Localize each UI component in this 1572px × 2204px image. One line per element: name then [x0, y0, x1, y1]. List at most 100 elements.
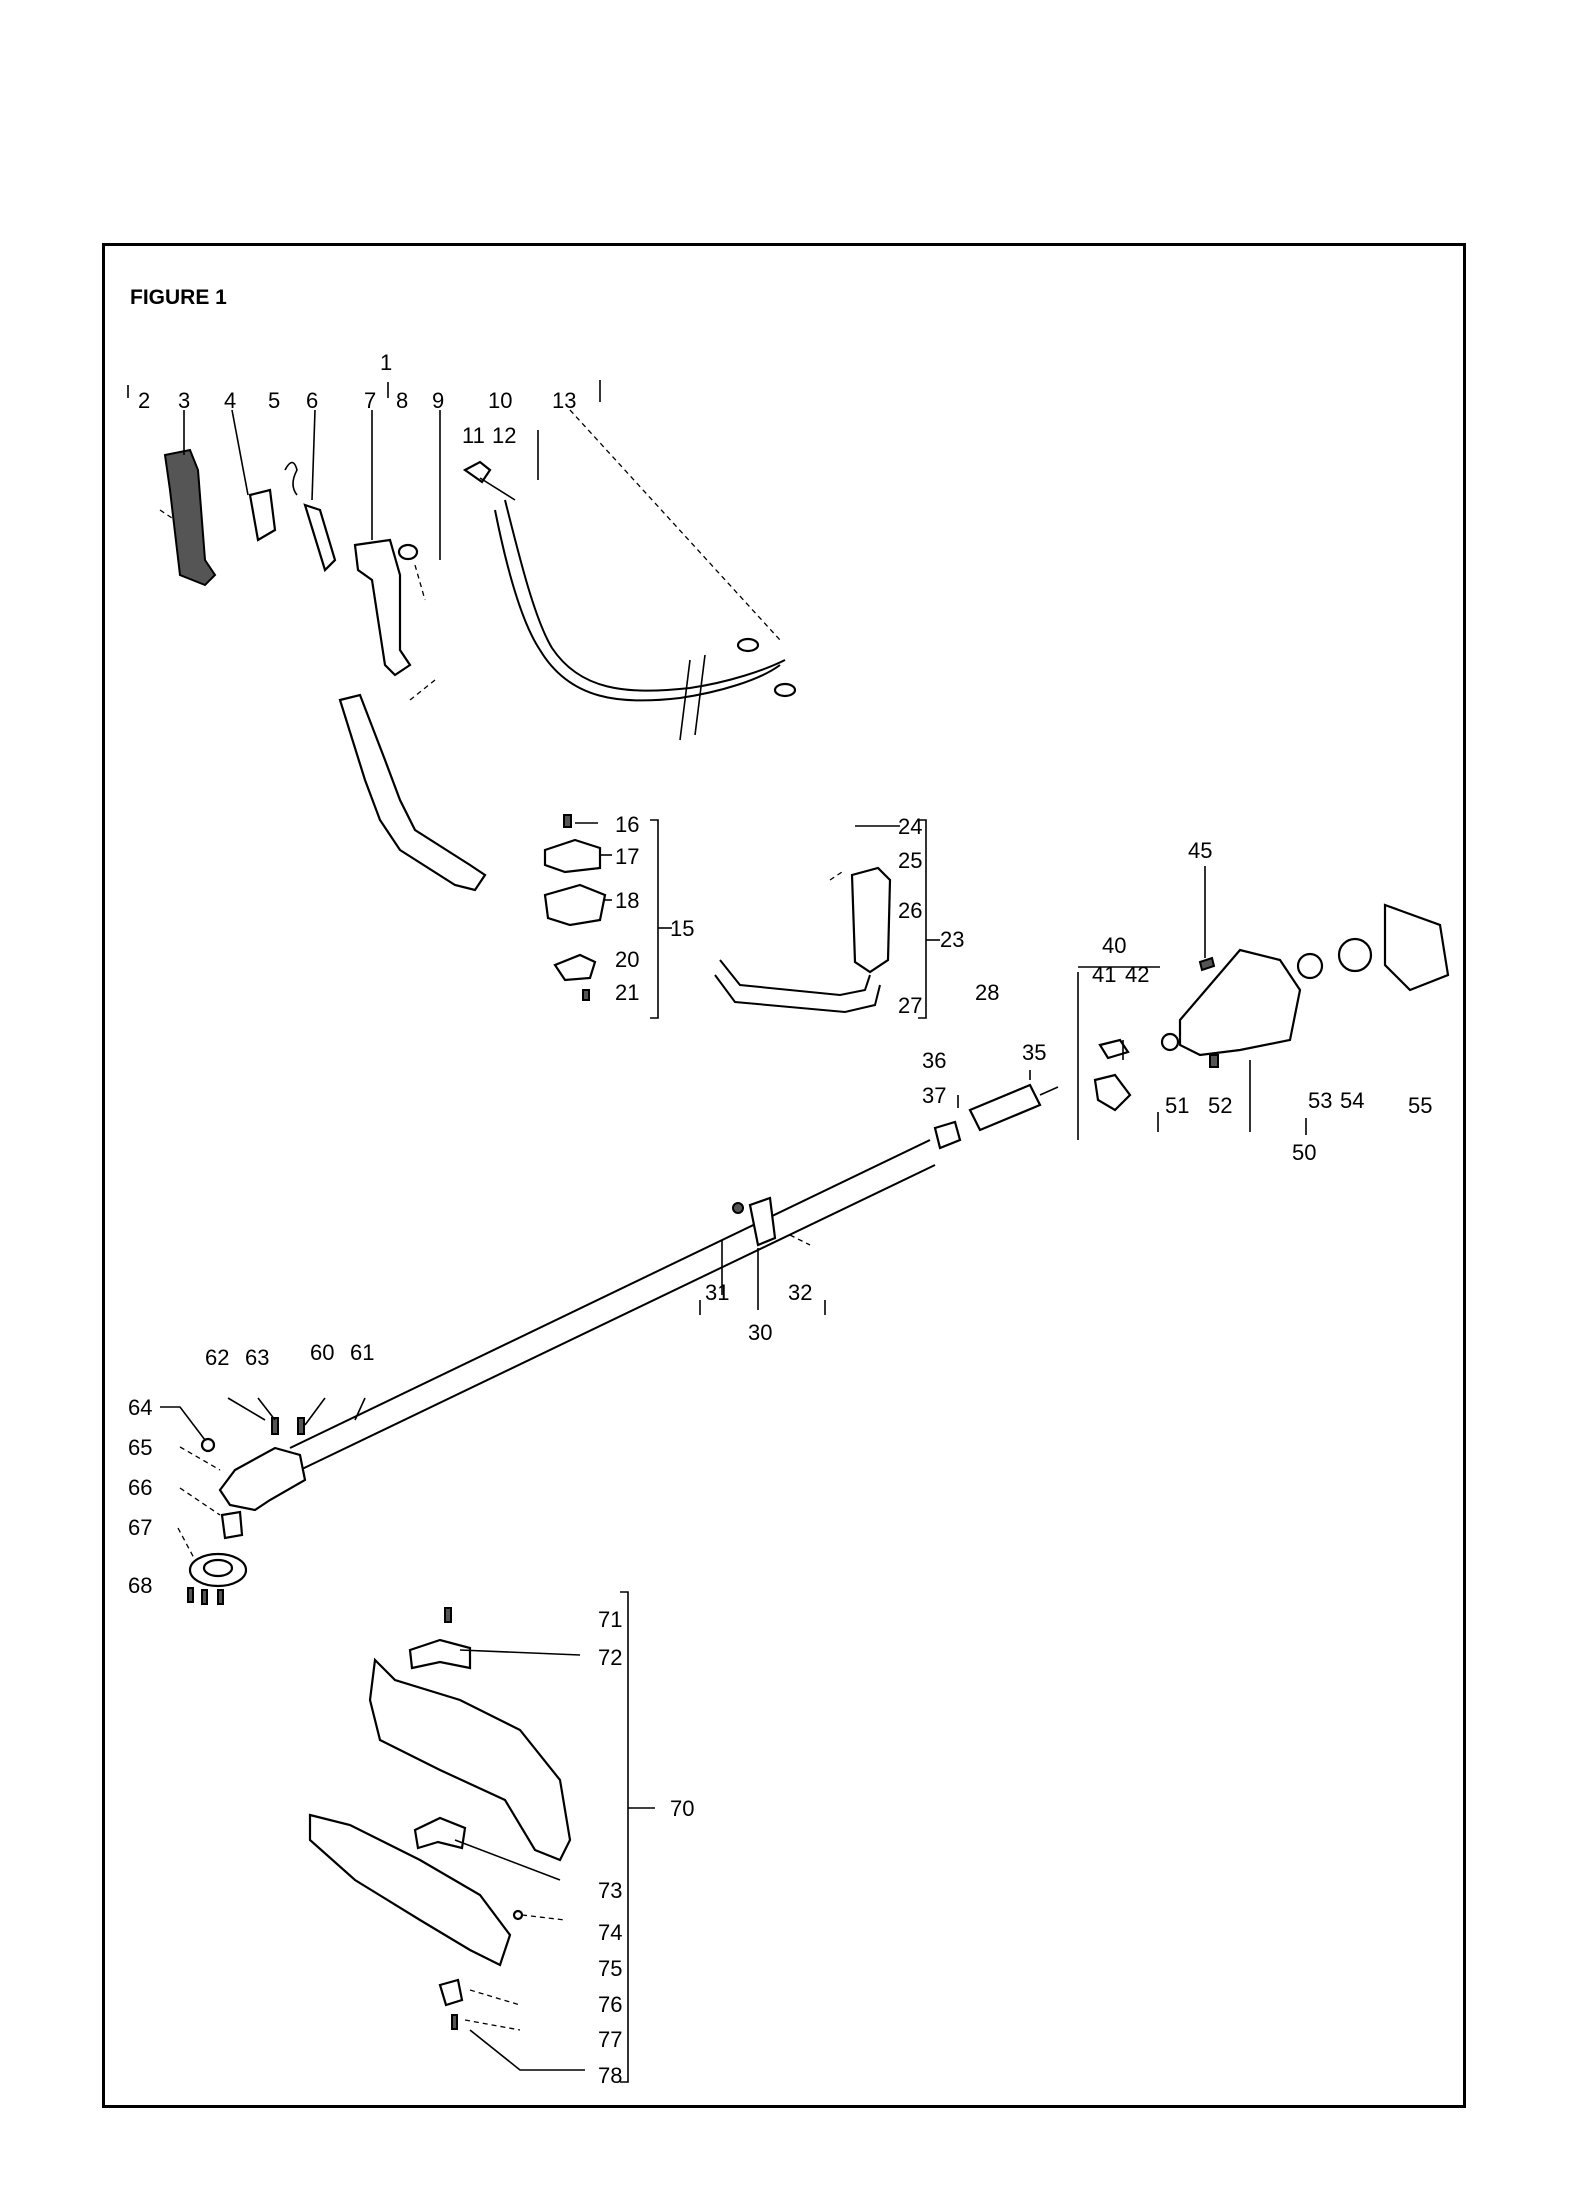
cable-end-2 [773, 682, 797, 698]
callout-45: 45 [1188, 838, 1212, 863]
clutch-housing-group [1077, 866, 1450, 1140]
callout-12: 12 [492, 423, 516, 448]
part-76-blade [438, 1978, 464, 2007]
callout-61: 61 [350, 1340, 374, 1365]
callout-70: 70 [670, 1796, 694, 1821]
part-61-gear-head [218, 1446, 307, 1512]
part-16-screw [563, 814, 572, 828]
part-31-nut [732, 1202, 744, 1214]
callout-7: 7 [364, 388, 376, 413]
part-27-handle-bar-b [714, 974, 881, 1014]
part-9-screw [414, 564, 426, 601]
callout-55: 55 [1408, 1093, 1432, 1118]
guard-upper [368, 1657, 572, 1862]
callout-72: 72 [598, 1645, 622, 1670]
callout-40: 40 [1102, 933, 1126, 958]
callout-24: 24 [898, 814, 922, 839]
part-52-housing [1178, 948, 1302, 1057]
callout-31: 31 [705, 1280, 729, 1305]
part-12-wire [479, 477, 516, 501]
callout-74: 74 [598, 1920, 622, 1945]
callout-64: 64 [128, 1395, 152, 1420]
figure-title: FIGURE 1 [130, 286, 227, 309]
part-7-handle-half [353, 538, 412, 677]
callout-25: 25 [898, 848, 922, 873]
callout-2: 2 [138, 388, 150, 413]
part-52-screw [1209, 1054, 1219, 1068]
callout-63: 63 [245, 1345, 269, 1370]
part-72-bracket [408, 1638, 472, 1670]
part-17-clamp-top [543, 838, 602, 874]
part-35-drive-shaft [1039, 1086, 1059, 1096]
callout-71: 71 [598, 1607, 622, 1632]
callout-53: 53 [1308, 1088, 1332, 1113]
main-tube-bottom [299, 1164, 936, 1471]
callout-15: 15 [670, 916, 694, 941]
callout-1: 1 [380, 350, 392, 375]
callout-73: 73 [598, 1878, 622, 1903]
top-row-leaders [127, 380, 781, 701]
part-3-handle-half [163, 448, 217, 587]
callout-16: 16 [615, 812, 639, 837]
callout-68: 68 [128, 1573, 152, 1598]
callout-76: 76 [598, 1992, 622, 2017]
callout-17: 17 [615, 844, 639, 869]
callout-8: 8 [396, 388, 408, 413]
callout-50: 50 [1292, 1140, 1316, 1165]
part-20-clamp-bottom [553, 953, 597, 982]
callout-36: 36 [922, 1048, 946, 1073]
callout-78: 78 [598, 2063, 622, 2088]
figure-frame [102, 243, 1466, 2108]
part-74-nut [512, 1909, 524, 1921]
callout-52: 52 [1208, 1093, 1232, 1118]
part-53-bearing [1296, 952, 1324, 980]
part-64-plug [200, 1437, 216, 1453]
part-25-26-grip [850, 866, 892, 974]
part-11-switch [462, 460, 492, 484]
guard-lower [308, 1813, 512, 1967]
callout-5: 5 [268, 388, 280, 413]
part-68-screws [187, 1587, 224, 1605]
clamp-assembly-15 [543, 814, 672, 1019]
part-67-cup-inner [202, 1558, 234, 1578]
part-30-clamp [748, 1196, 777, 1247]
guard-assembly-70 [308, 1591, 655, 2083]
callout-60: 60 [310, 1340, 334, 1365]
part-28-sleeve [968, 1083, 1042, 1132]
part-66-spacer [220, 1510, 244, 1540]
part-54-drum [1337, 937, 1373, 973]
drive-shaft-group [289, 1070, 1059, 1471]
callout-67: 67 [128, 1515, 152, 1540]
part-41-clamp [1093, 1073, 1132, 1112]
callout-20: 20 [615, 947, 639, 972]
part-73-bracket [413, 1816, 467, 1850]
gear-head-group [160, 1397, 366, 1605]
callout-10: 10 [488, 388, 512, 413]
part-5-spring [284, 461, 298, 496]
callout-77: 77 [598, 2027, 622, 2052]
part-71-screw [444, 1607, 452, 1623]
cable-break [679, 654, 706, 741]
callout-28: 28 [975, 980, 999, 1005]
callout-30: 30 [748, 1320, 772, 1345]
part-4-trigger [248, 488, 277, 542]
part-27-handle-bar [719, 959, 871, 997]
part-13-cable [494, 509, 781, 702]
rear-handle-group [163, 448, 797, 892]
callout-54: 54 [1340, 1088, 1364, 1113]
callout-32: 32 [788, 1280, 812, 1305]
callout-41: 41 [1092, 962, 1116, 987]
part-42-clip [1098, 1038, 1130, 1060]
callout-27: 27 [898, 993, 922, 1018]
part-8-insert [397, 543, 419, 561]
part-13-cable-b [504, 499, 786, 692]
callout-35: 35 [1022, 1040, 1046, 1065]
callout-9: 9 [432, 388, 444, 413]
part-78-screw [451, 2014, 458, 2030]
callout-75: 75 [598, 1956, 622, 1981]
part-62-screw [271, 1417, 279, 1435]
callout-21: 21 [615, 980, 639, 1005]
part-21-nut [582, 989, 590, 1001]
main-tube-top [289, 1139, 931, 1449]
part-32-bolt [789, 1234, 811, 1246]
